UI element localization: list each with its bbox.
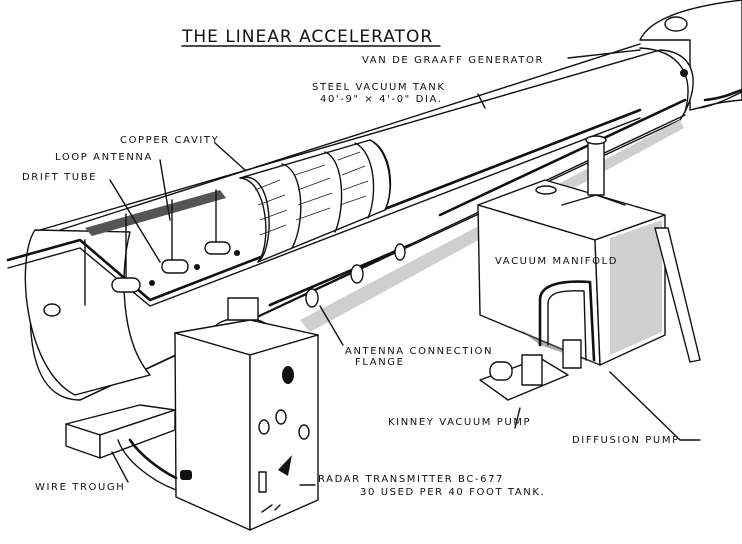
knob-icon [298,424,310,440]
knob-icon [275,409,287,425]
flange-icon [305,288,319,308]
meter-icon [282,366,294,384]
label-radar-transmitter: RADAR TRANSMITTER BC-677 [318,474,504,485]
beam-port-icon [43,303,61,317]
label-drift-tube: DRIFT TUBE [22,172,97,183]
flange-icon [350,264,364,284]
switch-icon [258,471,267,493]
diagram-title: THE LINEAR ACCELERATOR [181,27,433,47]
label-van-de-graaff: VAN DE GRAAFF GENERATOR [362,55,544,66]
label-vacuum-manifold: VACUUM MANIFOLD [495,256,618,267]
van-de-graaff-generator [639,0,742,111]
pump-motor [489,361,513,381]
label-diffusion-pump: DIFFUSION PUMP [572,435,680,446]
antenna-flanges [268,243,412,308]
loop-antenna-icon [194,264,200,270]
port-cap-icon [535,185,557,195]
knob-icon [258,419,270,435]
label-steel-tank-dims: 40'-9" × 4'-0" DIA. [320,94,443,105]
label-wire-trough: WIRE TROUGH [35,482,125,493]
drift-tube-2 [161,199,189,274]
port-icon [180,470,192,480]
wire-trough [65,404,178,491]
label-steel-tank: STEEL VACUUM TANK [312,82,446,93]
loop-antenna-icon [149,280,155,286]
drift-tube-3 [204,189,231,255]
diffusion-pump-canister [562,339,582,369]
label-radar-count: 30 USED PER 40 FOOT TANK. [360,487,545,498]
label-antenna-flange: ANTENNA CONNECTION [345,346,493,357]
label-loop-antenna: LOOP ANTENNA [55,152,153,163]
cavity-ribs [254,151,369,236]
loop-antenna-icon [234,250,240,256]
valve-icon [680,69,688,77]
flange-icon [394,243,406,261]
pump-body [521,354,543,386]
radar-transmitter [174,297,319,531]
interior-cutaway [84,139,392,306]
vent-icon [278,455,292,476]
copper-cavity [239,139,392,263]
label-antenna-flange-2: FLANGE [355,357,405,368]
diffusion-stack [587,139,605,196]
drift-tube-1 [111,213,141,293]
antenna-coupler [227,297,259,321]
label-copper-cavity: COPPER CAVITY [120,135,219,146]
port-icon [664,16,688,32]
support-leg [654,227,701,363]
label-kinney-pump: KINNEY VACUUM PUMP [388,417,531,428]
leader-lines [109,49,701,486]
vacuum-manifold [477,135,701,401]
